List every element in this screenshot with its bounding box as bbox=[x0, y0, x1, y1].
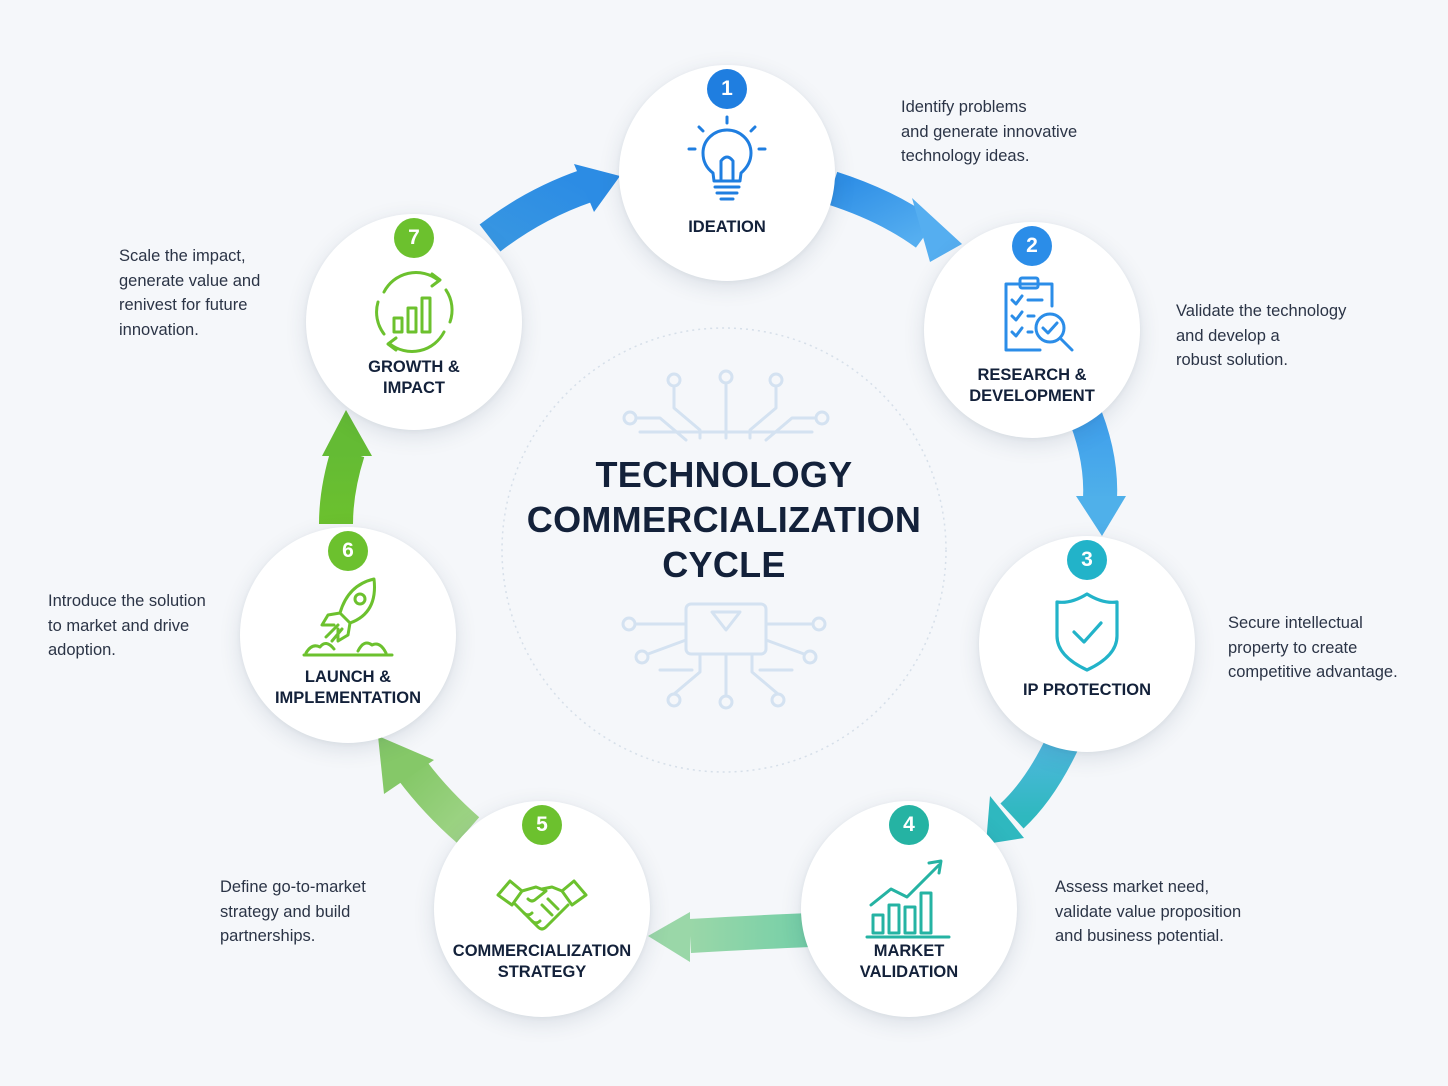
step-number-badge: 2 bbox=[1012, 226, 1052, 266]
description-line: Identify problems bbox=[901, 98, 1027, 116]
description-line: Secure intellectual bbox=[1228, 614, 1363, 632]
cycle-title-line: CYCLE bbox=[662, 544, 786, 585]
handshake-icon bbox=[496, 879, 588, 931]
step-label-line: DEVELOPMENT bbox=[969, 387, 1095, 405]
description-line: validate value proposition bbox=[1055, 902, 1242, 921]
step-label: LAUNCH & IMPLEMENTATION bbox=[240, 667, 456, 709]
arrow-4-to-5 bbox=[648, 912, 811, 962]
shield-check-icon bbox=[1055, 592, 1119, 672]
description-line: technology ideas. bbox=[901, 147, 1030, 165]
step-label-line: STRATEGY bbox=[497, 963, 587, 981]
step-label: RESEARCH & DEVELOPMENT bbox=[924, 365, 1140, 407]
cycle-title-line: COMMERCIALIZATION bbox=[526, 499, 922, 540]
step-label-line: MARKET bbox=[873, 942, 945, 960]
step-label-line: IMPLEMENTATION bbox=[274, 689, 422, 707]
step-ip-protection: 3 IP PROTECTION bbox=[979, 536, 1195, 752]
arrow-1-to-2 bbox=[826, 171, 962, 262]
step-growth-impact: 7 GROWTH & IMPACT bbox=[306, 214, 522, 430]
step-label: IDEATION bbox=[619, 217, 835, 238]
arrow-7-to-1 bbox=[479, 164, 620, 252]
description-line: property to create bbox=[1228, 638, 1358, 657]
description-line: robust solution. bbox=[1176, 351, 1288, 369]
growth-cycle-icon bbox=[375, 271, 454, 353]
description-ip-protection: Secure intellectual property to create c… bbox=[1228, 611, 1398, 685]
description-line: generate value and bbox=[119, 271, 261, 290]
description-line: Scale the impact, bbox=[119, 247, 246, 265]
description-line: and develop a bbox=[1176, 326, 1280, 345]
description-line: adoption. bbox=[48, 641, 116, 659]
cycle-title-line: TECHNOLOGY bbox=[595, 454, 853, 495]
step-number-badge: 4 bbox=[889, 805, 929, 845]
step-research-development: 2 RESEARCH & DEVELOPMENT bbox=[924, 222, 1140, 438]
step-number-badge: 1 bbox=[707, 69, 747, 109]
step-number-badge: 5 bbox=[522, 805, 562, 845]
step-label-line: RESEARCH & bbox=[977, 366, 1087, 384]
step-number-badge: 6 bbox=[328, 531, 368, 571]
description-ideation: Identify problems and generate innovativ… bbox=[901, 95, 1077, 169]
lightbulb-icon bbox=[687, 115, 767, 201]
step-label-line: GROWTH & bbox=[368, 358, 460, 376]
description-launch-implementation: Introduce the solution to market and dri… bbox=[48, 589, 206, 663]
description-line: Assess market need, bbox=[1055, 878, 1210, 896]
description-line: Introduce the solution bbox=[48, 592, 206, 610]
step-launch-implementation: 6 LAUNCH & IMPLEMENTATION bbox=[240, 527, 456, 743]
rocket-icon bbox=[302, 577, 394, 657]
description-commercialization-strategy: Define go-to-market strategy and build p… bbox=[220, 875, 366, 949]
step-label: GROWTH & IMPACT bbox=[306, 357, 522, 399]
step-label-line: VALIDATION bbox=[859, 963, 959, 981]
step-label-line: IDEATION bbox=[688, 218, 766, 236]
description-line: to market and drive bbox=[48, 616, 190, 635]
circuit-decoration-top bbox=[622, 369, 830, 442]
description-line: competitive advantage. bbox=[1228, 663, 1398, 681]
description-research-development: Validate the technology and develop a ro… bbox=[1176, 299, 1346, 373]
step-commercialization-strategy: 5 COMMERCIALIZATION STRATEGY bbox=[434, 801, 650, 1017]
step-label: MARKET VALIDATION bbox=[801, 941, 1017, 983]
step-label-line: IP PROTECTION bbox=[1022, 681, 1152, 699]
description-line: partnerships. bbox=[220, 927, 316, 945]
step-market-validation: 4 MARKET VALIDATION bbox=[801, 801, 1017, 1017]
description-line: and generate innovative bbox=[901, 122, 1078, 141]
description-line: Validate the technology bbox=[1176, 302, 1347, 320]
circuit-decoration-bottom bbox=[621, 602, 827, 710]
arrow-5-to-6 bbox=[378, 736, 480, 843]
step-label: IP PROTECTION bbox=[979, 680, 1195, 701]
description-growth-impact: Scale the impact, generate value and ren… bbox=[119, 244, 260, 342]
arrow-6-to-7 bbox=[319, 410, 372, 525]
center-dotted-ring bbox=[501, 327, 947, 773]
cycle-title: TECHNOLOGY COMMERCIALIZATION CYCLE bbox=[480, 452, 968, 587]
description-line: strategy and build bbox=[220, 902, 351, 921]
arrow-2-to-3 bbox=[1070, 411, 1126, 536]
description-market-validation: Assess market need, validate value propo… bbox=[1055, 875, 1241, 949]
arrow-3-to-4 bbox=[986, 736, 1078, 844]
step-ideation: 1 IDEATION bbox=[619, 65, 835, 281]
description-line: renivest for future bbox=[119, 296, 248, 314]
step-number-badge: 3 bbox=[1067, 540, 1107, 580]
description-line: innovation. bbox=[119, 320, 199, 339]
step-label-line: COMMERCIALIZATION bbox=[452, 942, 632, 960]
step-number-badge: 7 bbox=[394, 218, 434, 258]
step-label-line: LAUNCH & bbox=[304, 668, 392, 686]
step-label: COMMERCIALIZATION STRATEGY bbox=[434, 941, 650, 983]
description-line: Define go-to-market bbox=[220, 878, 366, 896]
description-line: and business potential. bbox=[1055, 927, 1224, 945]
rising-bar-chart-icon bbox=[865, 859, 951, 939]
clipboard-magnifier-icon bbox=[1004, 276, 1074, 352]
step-label-line: IMPACT bbox=[382, 379, 446, 397]
